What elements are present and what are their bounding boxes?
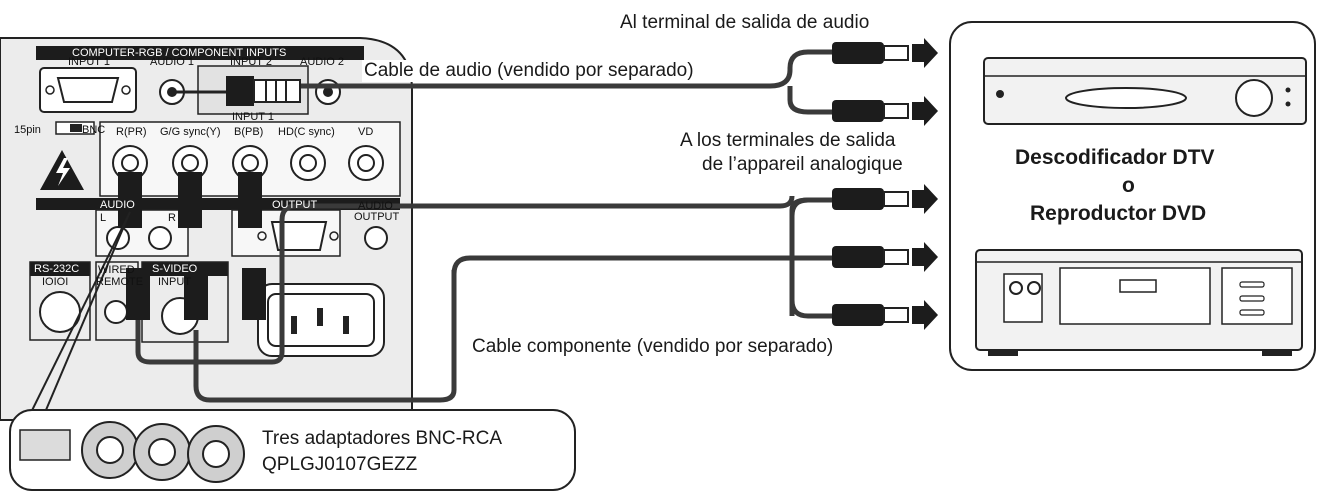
device-name-dtv: Descodificador DTV: [1015, 146, 1215, 169]
device-box: [949, 21, 1316, 371]
arrow-icon: [912, 300, 938, 330]
adapters-part-number: QPLGJ0107GEZZ: [262, 454, 418, 475]
panel-label-vd: VD: [358, 126, 374, 138]
panel-label-remote: REMOTE: [96, 276, 144, 288]
bnc-input-ports: [112, 145, 384, 181]
panel-label-svideo: S-VIDEO: [152, 263, 198, 275]
panel-label-rs232c-sym: IOIOI: [42, 276, 69, 288]
panel-label-input1-bnc: INPUT 1: [232, 111, 274, 123]
bnc-rca-adapters-illustration: [19, 421, 245, 483]
panel-label-hd-sync: HD(C sync): [278, 126, 335, 138]
panel-label-rs232c: RS-232C: [34, 263, 80, 275]
device-name-dvd: Reproductor DVD: [1030, 202, 1207, 225]
device-name-or: o: [1122, 174, 1135, 197]
panel-label-wired: WIRED: [98, 264, 135, 276]
panel-label-g-sync: G/G sync(Y): [160, 126, 221, 138]
panel-label-audio-output-1: AUDIO: [358, 200, 393, 212]
panel-label-audio-r: R: [168, 212, 176, 224]
audio-r-jack: [148, 226, 172, 250]
audio-output-terminal-label: Al terminal de salida de audio: [620, 12, 870, 33]
adapters-label-line1: Tres adaptadores BNC-RCA: [262, 428, 503, 449]
audio-output-jack: [364, 226, 388, 250]
panel-label-bnc: BNC: [82, 124, 106, 136]
panel-label-audio2: AUDIO 2: [300, 56, 345, 68]
dtv-decoder-illustration: [983, 57, 1307, 125]
panel-label-b-pb: B(PB): [234, 126, 264, 138]
panel-label-audio1: AUDIO 1: [150, 56, 195, 68]
arrow-icon: [912, 38, 938, 68]
projector-rear-panel: [0, 37, 413, 421]
device-side-plugs: [832, 38, 938, 330]
panel-rca-plugs: [118, 172, 266, 320]
audio-mini-plug: [176, 76, 301, 106]
audio-cable-label: Cable de audio (vendido por separado): [362, 60, 696, 82]
audio-cable: [300, 49, 832, 115]
arrow-icon: [912, 96, 938, 126]
component-cable-label: Cable componente (vendido por separado): [472, 336, 834, 357]
arrow-icon: [912, 242, 938, 272]
panel-label-audio-in: AUDIO: [100, 199, 135, 211]
panel-label-inputs: COMPUTER-RGB / COMPONENT INPUTS: [72, 47, 287, 59]
analog-output-label-line1: A los terminales de salida: [680, 130, 896, 151]
component-cable: [135, 195, 832, 403]
wired-remote-jack: [104, 300, 128, 324]
adapter-callout: [9, 211, 576, 491]
panel-label-output: OUTPUT: [272, 199, 318, 211]
panel-label-r-pr: R(PR): [116, 126, 147, 138]
panel-label-input2: INPUT 2: [230, 56, 272, 68]
dvd-player-illustration: [975, 249, 1303, 356]
input1-dsub-port: [56, 77, 120, 103]
arrow-icon: [912, 184, 938, 214]
inputs-header-bar: [36, 46, 364, 60]
panel-label-svideo-input: INPUT: [158, 276, 191, 288]
analog-output-label-line2: de l’appareil analogique: [702, 154, 903, 175]
panel-label-15pin: 15pin: [14, 124, 41, 136]
panel-label-audio-output-2: OUTPUT: [354, 211, 400, 223]
rgb-output-port: [270, 221, 328, 251]
panel-label-input1: INPUT 1: [68, 56, 110, 68]
panel-label-audio-l: L: [100, 212, 107, 224]
